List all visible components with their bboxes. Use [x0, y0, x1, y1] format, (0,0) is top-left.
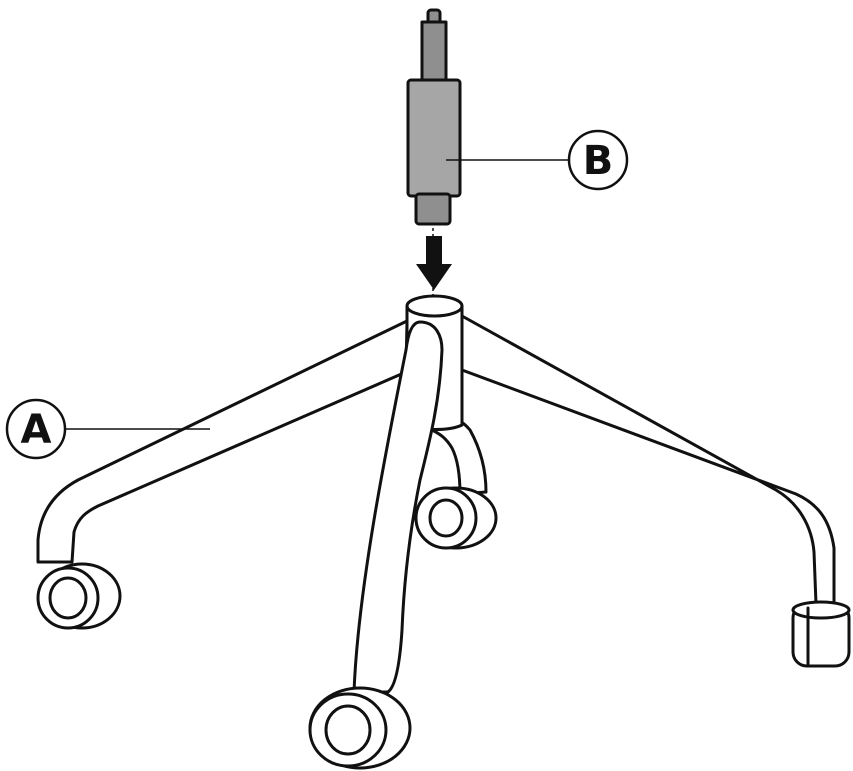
callout-b: B: [446, 129, 629, 191]
base-leg-front: [352, 320, 444, 694]
caster-back: [414, 486, 498, 550]
callout-a: A: [5, 398, 210, 460]
base-leg-right: [460, 314, 836, 606]
five-star-base: [36, 294, 851, 770]
caster-right: [791, 600, 851, 668]
base-leg-left: [36, 319, 409, 564]
cylinder-body: [406, 78, 462, 198]
gas-lift-cylinder: [406, 8, 462, 226]
callout-a-letter: A: [21, 407, 52, 453]
callout-b-letter: B: [583, 138, 614, 184]
arrow-down-icon: [416, 236, 452, 290]
caster-left: [36, 562, 122, 630]
caster-front: [308, 686, 412, 770]
cylinder-rod: [420, 20, 448, 88]
